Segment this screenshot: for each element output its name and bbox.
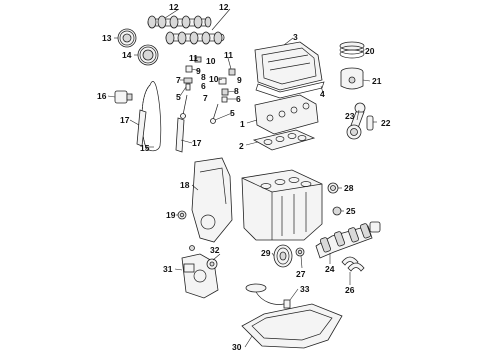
head-gasket-2 bbox=[252, 129, 316, 151]
callout-9-a: 9 bbox=[196, 66, 201, 76]
callout-12-a: 12 bbox=[169, 2, 179, 12]
callout-labels: 12 12 13 14 11 10 11 9 10 8 7 9 8 6 5 7 … bbox=[97, 2, 391, 352]
main-bearings-26 bbox=[341, 256, 365, 272]
callout-8-a: 8 bbox=[201, 72, 206, 82]
callout-15: 15 bbox=[140, 143, 150, 153]
camshaft-lower bbox=[165, 31, 225, 45]
callout-7-a: 7 bbox=[176, 75, 181, 85]
chain-guide-left bbox=[136, 109, 147, 147]
callout-19: 19 bbox=[166, 210, 176, 220]
plug-25 bbox=[332, 206, 342, 216]
callout-2: 2 bbox=[239, 141, 244, 151]
cam-sprocket-13 bbox=[117, 28, 137, 48]
crank-pulley-29 bbox=[273, 244, 293, 268]
cylinder-head-1 bbox=[254, 94, 319, 135]
callout-21: 21 bbox=[372, 76, 382, 86]
callout-7-b: 7 bbox=[203, 93, 208, 103]
callout-31: 31 bbox=[163, 264, 173, 274]
callout-5-a: 5 bbox=[176, 92, 181, 102]
callout-22: 22 bbox=[381, 118, 391, 128]
callout-6-a: 6 bbox=[201, 81, 206, 91]
engine-block bbox=[241, 169, 323, 241]
tensioner-16 bbox=[114, 90, 133, 104]
valve-cover-gasket-4 bbox=[255, 81, 325, 99]
callout-25: 25 bbox=[346, 206, 356, 216]
oil-pickup-33 bbox=[245, 283, 291, 309]
callout-13: 13 bbox=[102, 33, 112, 43]
valve-cover-3 bbox=[254, 41, 323, 91]
callout-5-b: 5 bbox=[230, 108, 235, 118]
callout-4: 4 bbox=[320, 89, 325, 99]
chain-guide-right bbox=[175, 117, 185, 153]
crankshaft-24 bbox=[315, 221, 381, 259]
callout-9-b: 9 bbox=[237, 75, 242, 85]
callout-3: 3 bbox=[293, 32, 298, 42]
callout-30: 30 bbox=[232, 342, 242, 352]
front-seal-19 bbox=[177, 210, 187, 220]
pulley-bolt-27 bbox=[295, 247, 305, 257]
callout-12-b: 12 bbox=[219, 2, 229, 12]
callout-14: 14 bbox=[122, 50, 132, 60]
oil-pan-30 bbox=[241, 303, 343, 349]
callout-17-b: 17 bbox=[192, 138, 202, 148]
callout-8-b: 8 bbox=[234, 86, 239, 96]
callout-10-b: 10 bbox=[209, 74, 219, 84]
piston-rings-20 bbox=[339, 41, 365, 59]
callout-26: 26 bbox=[345, 285, 355, 295]
rod-bearings-23 bbox=[366, 115, 374, 131]
leader-lines bbox=[107, 8, 377, 348]
valve-components-right bbox=[210, 68, 236, 124]
callout-16: 16 bbox=[97, 91, 107, 101]
timing-cover-18 bbox=[191, 157, 233, 243]
cam-phaser-14 bbox=[137, 44, 159, 66]
piston-21 bbox=[340, 67, 364, 90]
callout-18: 18 bbox=[180, 180, 190, 190]
callout-33: 33 bbox=[300, 284, 310, 294]
callout-11-a: 11 bbox=[189, 53, 198, 63]
callout-1: 1 bbox=[240, 119, 245, 129]
connecting-rod-22 bbox=[346, 102, 366, 140]
callout-17-a: 17 bbox=[120, 115, 130, 125]
callout-23: 23 bbox=[345, 111, 355, 121]
callout-24: 24 bbox=[325, 264, 335, 274]
callout-32: 32 bbox=[210, 245, 220, 255]
oil-pump-gear-32 bbox=[206, 258, 218, 270]
callout-28: 28 bbox=[344, 183, 354, 193]
callout-10-a: 10 bbox=[206, 56, 216, 66]
camshaft-upper bbox=[147, 15, 212, 29]
callout-6-b: 6 bbox=[236, 94, 241, 104]
callout-20: 20 bbox=[365, 46, 375, 56]
rear-seal-28 bbox=[327, 182, 339, 194]
callout-29: 29 bbox=[261, 248, 271, 258]
callout-27: 27 bbox=[296, 269, 306, 279]
callout-11-b: 11 bbox=[224, 50, 233, 60]
